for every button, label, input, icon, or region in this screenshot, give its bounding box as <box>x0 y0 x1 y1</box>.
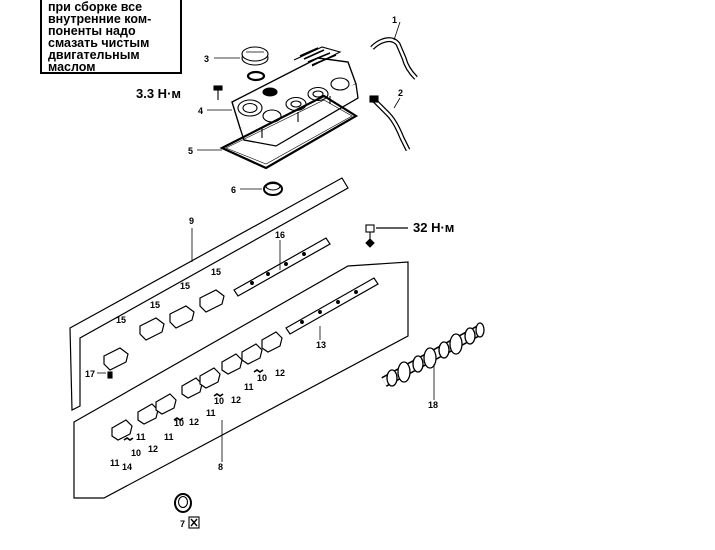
callout-10-2: 10 <box>174 418 184 428</box>
torque-rocker-bolt: 32 Н·м <box>413 220 454 235</box>
callout-11-3: 11 <box>164 432 174 442</box>
rocker-shaft-part-13 <box>285 277 379 335</box>
callout-10-4: 10 <box>257 373 267 383</box>
callout-18: 18 <box>428 400 438 410</box>
cover-bolt <box>213 85 223 100</box>
note-line-2: внутренние ком- <box>48 12 152 26</box>
camshaft-seal-part-6 <box>263 181 283 196</box>
callout-12-2: 12 <box>189 417 199 427</box>
torque-cover-bolt: 3.3 Н·м <box>136 86 181 101</box>
small-part-17 <box>107 371 113 379</box>
callout-10-1: 10 <box>131 448 141 458</box>
note-line-4: смазать чистым <box>48 36 150 50</box>
leader-lines <box>97 21 435 462</box>
callout-11-2: 11 <box>136 432 146 442</box>
rocker-arms-part-15 <box>103 289 225 371</box>
callout-12-1: 12 <box>148 444 158 454</box>
note-line-1: при сборке все <box>48 0 143 14</box>
callout-8: 8 <box>218 462 223 472</box>
callout-13: 13 <box>316 340 326 350</box>
assembly-note-box: при сборке все внутренние ком- поненты н… <box>40 0 182 74</box>
callout-2: 2 <box>398 88 403 98</box>
callout-11-1: 11 <box>110 458 120 468</box>
plug-part-7 <box>174 493 200 529</box>
callout-15-4: 15 <box>211 267 221 277</box>
callout-6: 6 <box>231 185 236 195</box>
callout-11-5: 11 <box>244 382 254 392</box>
cover-gasket-part-5 <box>219 94 359 170</box>
callout-11-4: 11 <box>206 408 216 418</box>
callout-9: 9 <box>189 216 194 226</box>
callout-3: 3 <box>204 54 209 64</box>
callout-labels: 1 2 3 4 5 6 7 8 9 13 16 17 18 15 15 15 1… <box>85 15 438 529</box>
camshaft-part-18 <box>381 322 485 387</box>
callout-10-3: 10 <box>214 396 224 406</box>
callout-16: 16 <box>275 230 285 240</box>
callout-4: 4 <box>198 106 203 116</box>
intake-rocker-group-bracket-9 <box>69 177 349 411</box>
pcv-hose-part-2 <box>369 95 411 152</box>
oil-filler-cap-part-3 <box>241 46 269 82</box>
callout-12-4: 12 <box>275 368 285 378</box>
callout-1: 1 <box>392 15 397 25</box>
callout-12-3: 12 <box>231 395 241 405</box>
rocker-shaft-part-16 <box>233 237 331 297</box>
note-line-6: маслом <box>48 60 96 74</box>
callout-15-1: 15 <box>116 315 126 325</box>
callout-5: 5 <box>188 146 193 156</box>
note-line-3: поненты надо <box>48 24 136 38</box>
note-line-5: двигательным <box>48 48 140 62</box>
exhaust-rocker-group-bracket-8 <box>73 261 409 499</box>
rocker-arms-exhaust <box>111 331 283 441</box>
callout-17: 17 <box>85 369 95 379</box>
breather-hose-part-1 <box>370 37 418 80</box>
callout-7: 7 <box>180 519 185 529</box>
callout-15-3: 15 <box>180 281 190 291</box>
callout-14: 14 <box>122 462 132 472</box>
callout-15-2: 15 <box>150 300 160 310</box>
rocker-shaft-bolt <box>365 224 408 248</box>
rocker-springs-part-10 <box>123 369 264 441</box>
